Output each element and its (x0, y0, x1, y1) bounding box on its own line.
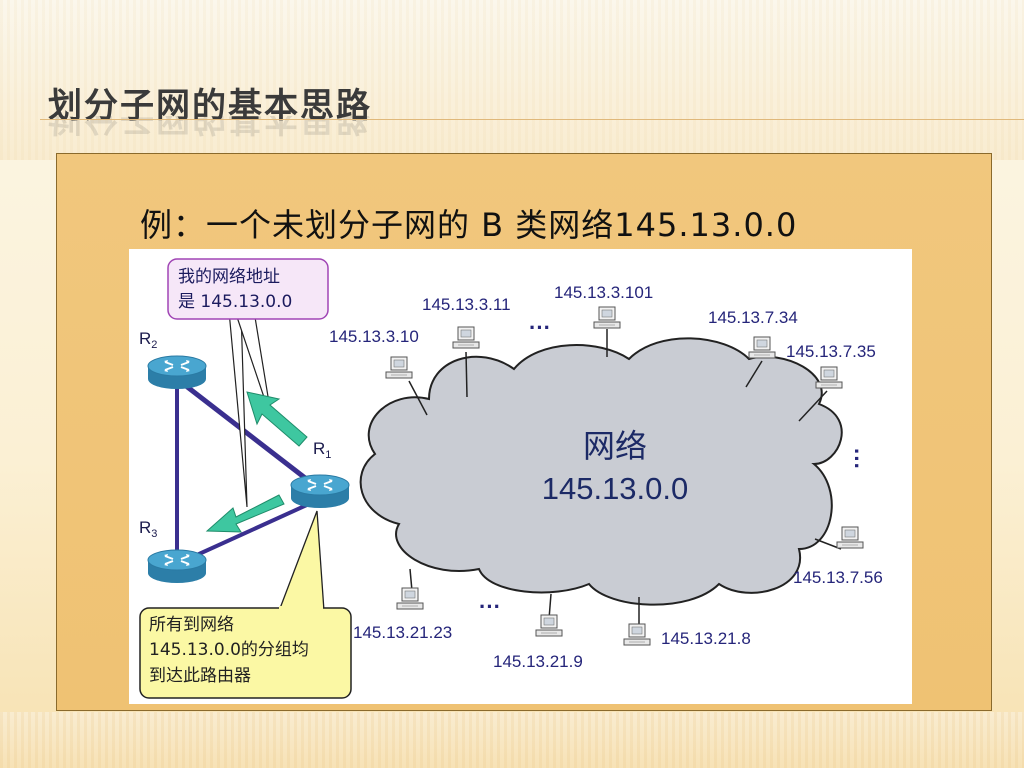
host-label: 145.13.3.10 (329, 327, 419, 346)
computer-icon (815, 366, 843, 389)
example-text: 例：一个未划分子网的 B 类网络145.13.0.0 (140, 206, 798, 244)
computer-icon (452, 326, 480, 349)
callout-bottom-line: 145.13.0.0的分组均 (149, 640, 309, 660)
callout-top-line: 是 145.13.0.0 (178, 292, 292, 312)
network-cloud (359, 337, 843, 606)
callout-top: 我的网络地址 是 145.13.0.0 (167, 258, 329, 320)
host-label: 145.13.7.56 (793, 568, 883, 587)
router-label: R2 (139, 329, 157, 351)
callout-bottom: 所有到网络 145.13.0.0的分组均 到达此路由器 (139, 606, 352, 699)
host-label: 145.13.21.8 (661, 629, 751, 648)
callout-bottom-line: 所有到网络 (149, 615, 234, 635)
callout-bottom-line: 到达此路由器 (149, 666, 251, 686)
cloud-label: 网络 (583, 427, 647, 465)
title-rule (40, 119, 1024, 120)
cloud-address: 145.13.0.0 (542, 471, 689, 506)
router-r3: R3 (139, 518, 207, 584)
diagram-canvas: 145.13.3.10 145.13.3.11 145.13.3.101 145… (139, 258, 883, 699)
callout-top-pointer (228, 310, 273, 508)
host-links (408, 329, 842, 627)
host-label: 145.13.7.34 (708, 308, 798, 327)
computer-icon (535, 614, 563, 637)
slide-title-reflection: 划分子网的基本思路 (48, 116, 372, 138)
computer-icon (836, 526, 864, 549)
ellipsis: ··· (529, 315, 551, 340)
ellipsis: ··· (479, 594, 501, 619)
host-label: 145.13.3.11 (422, 295, 511, 314)
footer-band (0, 712, 1024, 768)
router-r1: R1 (290, 439, 350, 509)
callout-top-line: 我的网络地址 (178, 267, 280, 287)
host-label: 145.13.21.9 (493, 652, 583, 671)
ellipsis: ··· (844, 448, 869, 470)
router-r2: R2 (139, 329, 207, 390)
router-label: R3 (139, 518, 157, 540)
packet-arrows (205, 391, 308, 533)
computer-icon (748, 336, 776, 359)
host-label: 145.13.3.101 (554, 283, 653, 302)
router-icon (290, 474, 350, 509)
computer-icon (623, 623, 651, 646)
computer-icon (593, 306, 621, 329)
network-diagram: 145.13.3.10 145.13.3.11 145.13.3.101 145… (129, 249, 912, 704)
computer-icon (385, 356, 413, 379)
callout-bottom-pointer (278, 510, 325, 612)
router-icon (147, 549, 207, 584)
router-label: R1 (313, 439, 331, 461)
router-icon (147, 355, 207, 390)
header-band (0, 0, 1024, 160)
host-label: 145.13.7.35 (786, 342, 876, 361)
computer-icon (396, 587, 424, 610)
host-label: 145.13.21.23 (353, 623, 452, 642)
router-links (175, 377, 324, 566)
